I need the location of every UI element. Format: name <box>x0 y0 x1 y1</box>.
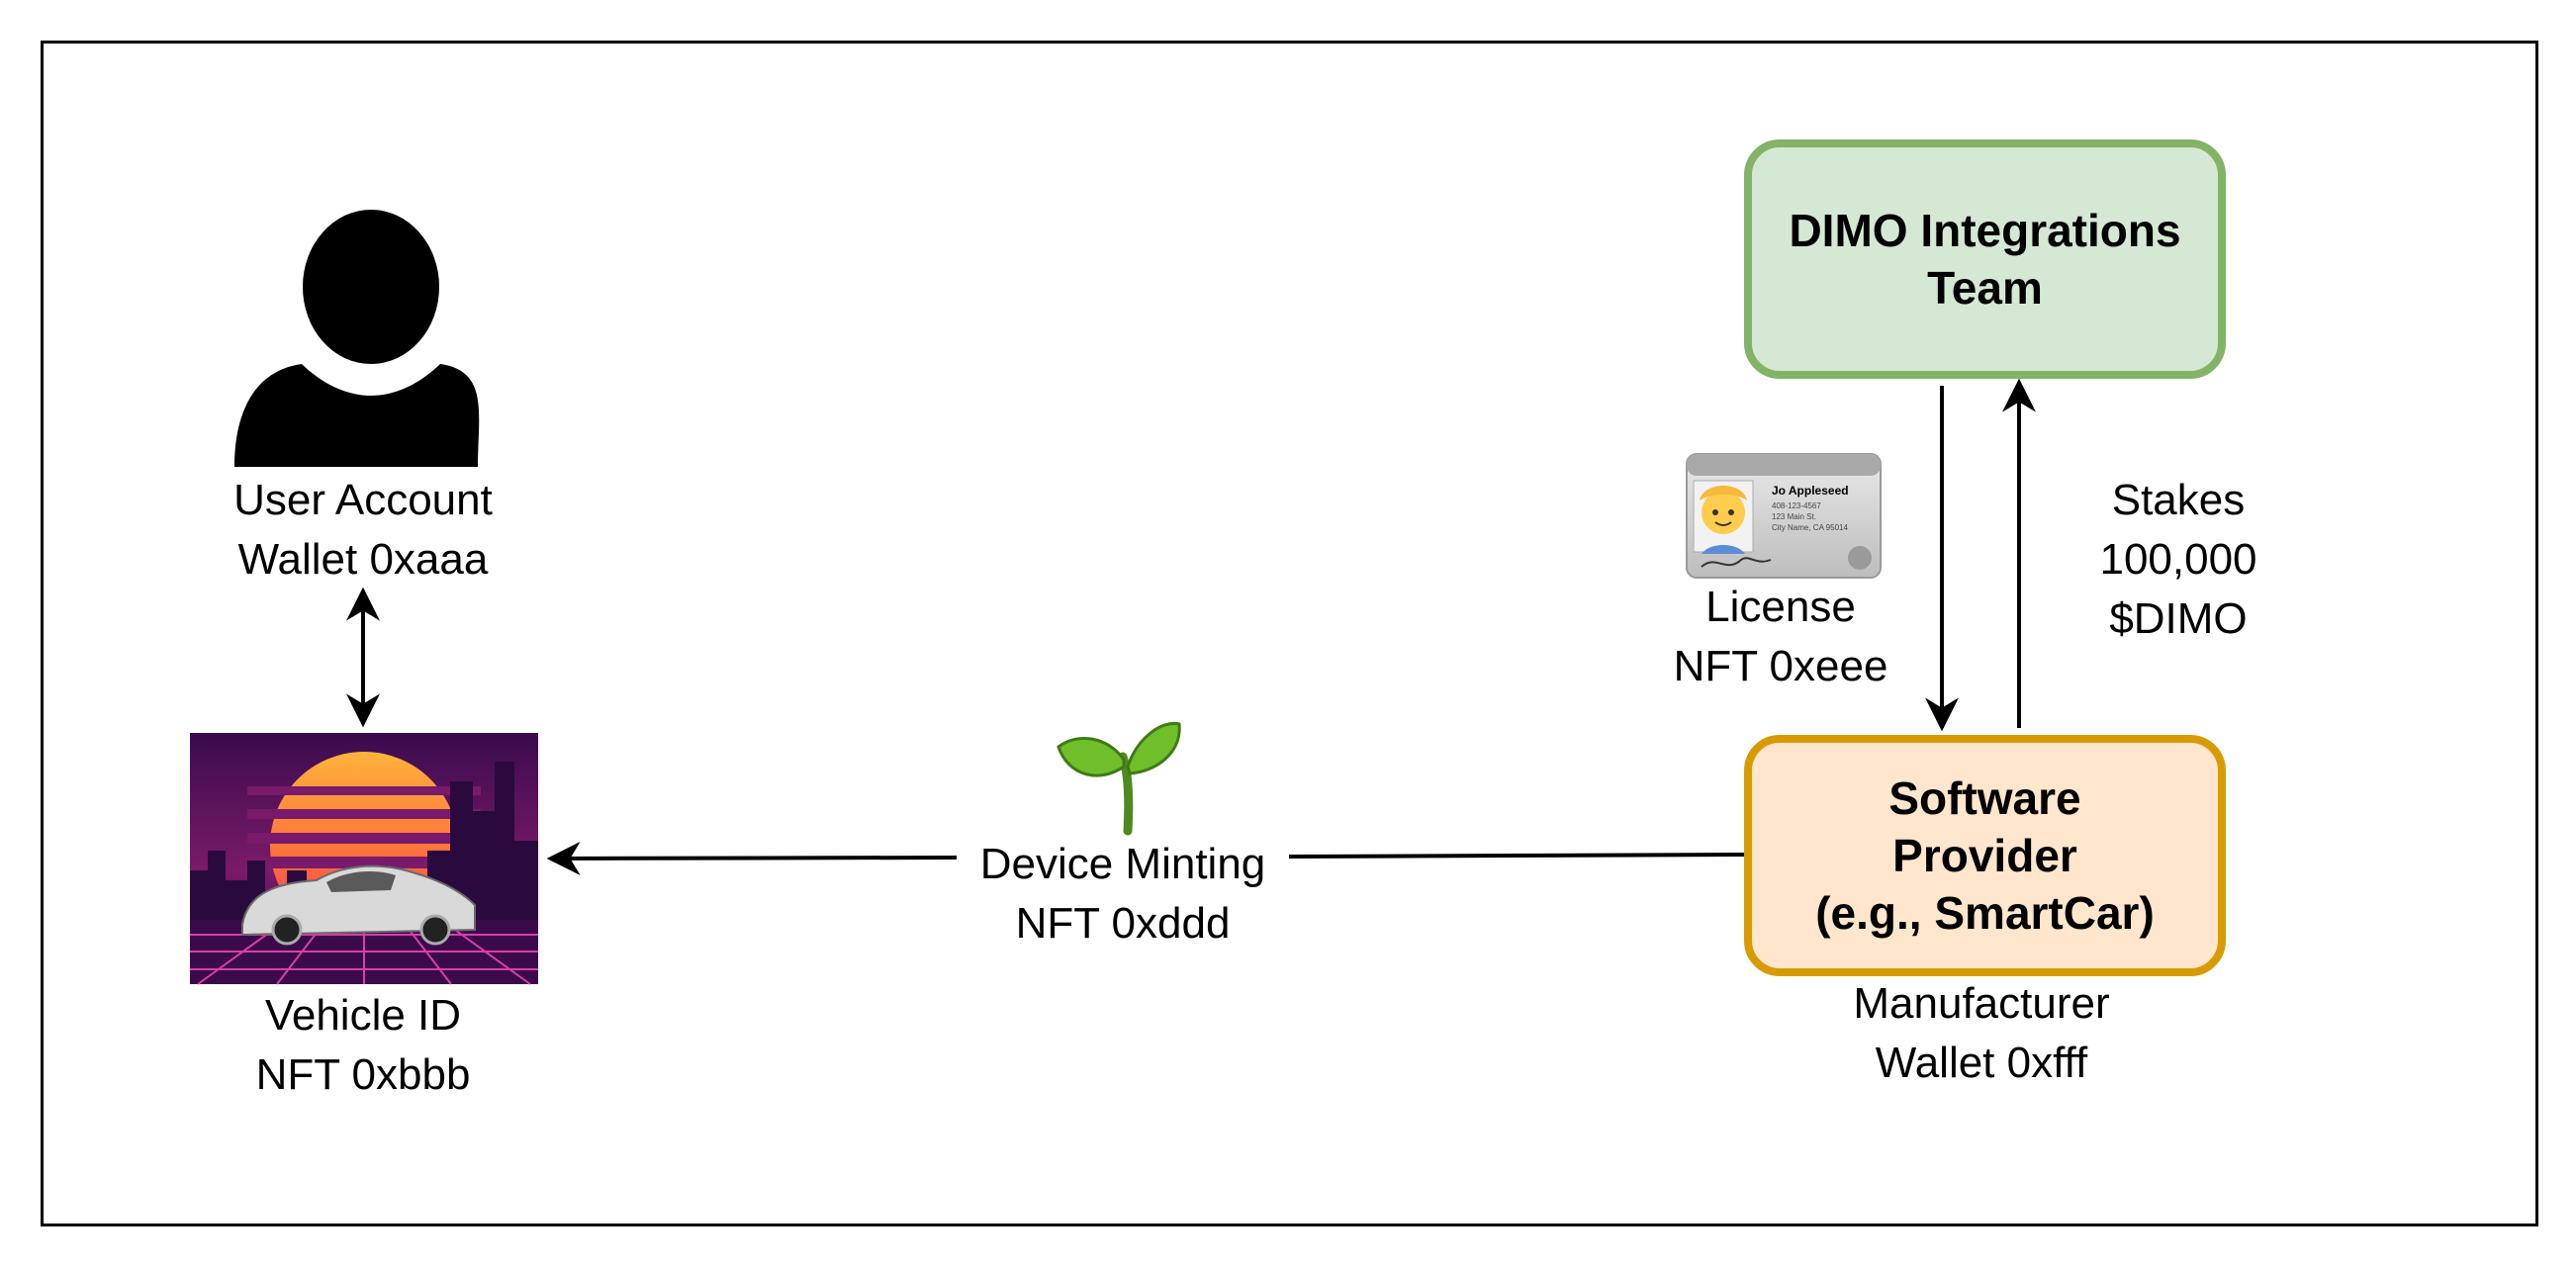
manufacturer-wallet-line2: Wallet 0xfff <box>1875 1039 2088 1087</box>
manufacturer-label: Manufacturer Wallet 0xfff <box>1784 974 2179 1093</box>
card-line3-text: City Name, CA 95014 <box>1772 523 1848 532</box>
dimo-team-line1: DIMO Integrations <box>1789 205 2181 256</box>
dimo-team-line2: Team <box>1927 262 2043 314</box>
manufacturer-line1: Manufacturer <box>1853 979 2110 1028</box>
minting-arrow-left-segment <box>546 841 958 875</box>
stakes-label: Stakes 100,000 $DIMO <box>2058 471 2299 649</box>
license-line1: License <box>1705 583 1856 631</box>
license-label: License NFT 0xeee <box>1622 578 1939 696</box>
seedling-icon <box>1057 721 1181 836</box>
software-provider-line1: Software <box>1888 772 2081 824</box>
stakes-line1: Stakes <box>2111 476 2246 524</box>
vehicle-nft-line2: NFT 0xbbb <box>255 1050 471 1099</box>
id-card-icon: Jo Appleseed 408-123-4567 123 Main St. C… <box>1686 453 1882 579</box>
user-account-label: User Account Wallet 0xaaa <box>195 471 531 590</box>
vehicle-image <box>190 733 538 985</box>
card-line1-text: 408-123-4567 <box>1772 501 1821 510</box>
dimo-integrations-team-box[interactable]: DIMO Integrations Team <box>1744 139 2226 379</box>
stakes-amount-line2: 100,000 <box>2099 535 2257 584</box>
user-account-line1: User Account <box>233 476 493 524</box>
user-wallet-line2: Wallet 0xaaa <box>237 535 489 584</box>
license-nft-line2: NFT 0xeee <box>1673 642 1888 690</box>
vehicle-id-line1: Vehicle ID <box>264 991 462 1040</box>
diagram-frame <box>41 41 2538 1226</box>
software-provider-box[interactable]: Software Provider (e.g., SmartCar) <box>1744 735 2226 976</box>
vehicle-id-label: Vehicle ID NFT 0xbbb <box>195 986 531 1105</box>
user-silhouette-icon <box>234 210 480 467</box>
device-minting-nft-line2: NFT 0xddd <box>1015 899 1231 948</box>
card-line2-text: 123 Main St. <box>1772 512 1816 521</box>
software-provider-line2: Provider <box>1892 830 2077 881</box>
minting-arrow-right-segment <box>1288 853 1745 859</box>
software-provider-line3: (e.g., SmartCar) <box>1815 887 2155 939</box>
card-name-text: Jo Appleseed <box>1772 484 1849 498</box>
device-minting-line1: Device Minting <box>979 840 1266 888</box>
device-minting-label: Device Minting NFT 0xddd <box>958 835 1288 953</box>
stakes-token-line3: $DIMO <box>2109 594 2248 643</box>
